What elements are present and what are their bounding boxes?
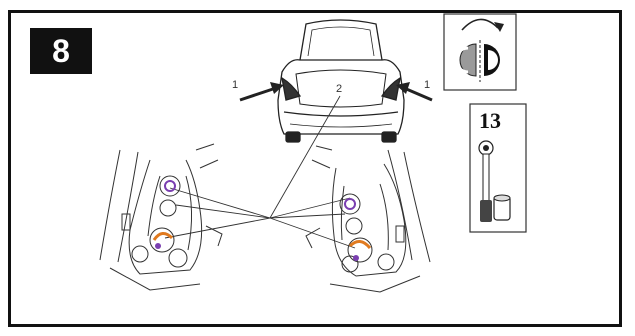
leader-lines [164,95,356,249]
right-bulb-sockets [344,198,372,261]
left-bulb-sockets [152,180,176,249]
ratchet-socket-icon: 13 [469,103,527,233]
arrow-left-icon [239,82,284,102]
callout-label-right: 1 [424,79,430,91]
callout-label-left: 1 [232,79,238,91]
connector-rotate-icon [443,13,517,91]
car-rear-illustration [277,19,405,143]
arrow-right-icon [396,82,433,102]
callout-label-pointer: 2 [336,83,342,95]
left-lamp-housing [99,143,223,291]
right-lamp-housing [305,145,431,293]
tool-size-label: 13 [479,108,501,133]
step-number-badge: 8 [30,28,92,74]
